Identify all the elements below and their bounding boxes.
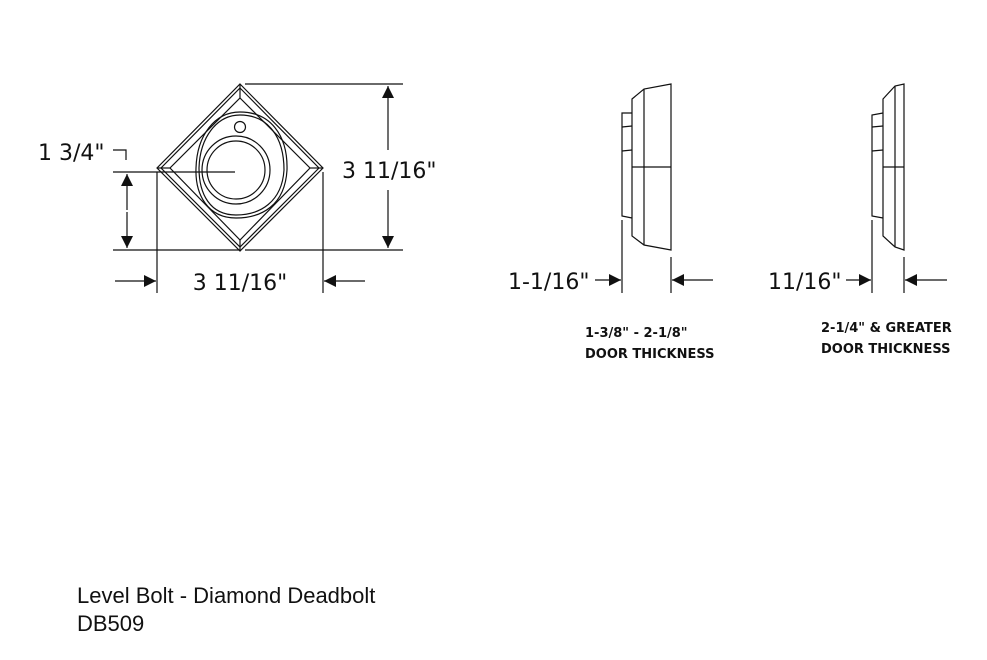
- door-range-standard: 1-3/8" - 2-1/8": [585, 326, 688, 341]
- side-view-thick: [846, 83, 947, 293]
- height-dimension: 3 11/16": [342, 159, 437, 184]
- side-view-standard: [595, 83, 713, 293]
- center-dimension: 1 3/4": [38, 141, 105, 166]
- model-number: DB509: [77, 611, 145, 636]
- projection-dimension-thick: 11/16": [768, 270, 842, 295]
- front-dimensions: [113, 83, 403, 293]
- door-label-standard: DOOR THICKNESS: [585, 347, 715, 362]
- projection-dimension-standard: 1-1/16": [508, 270, 589, 295]
- product-name: Level Bolt - Diamond Deadbolt: [77, 583, 376, 608]
- door-range-thick: 2-1/4" & GREATER: [821, 321, 952, 336]
- front-view: [156, 83, 324, 252]
- width-dimension: 3 11/16": [193, 271, 288, 296]
- door-label-thick: DOOR THICKNESS: [821, 342, 951, 357]
